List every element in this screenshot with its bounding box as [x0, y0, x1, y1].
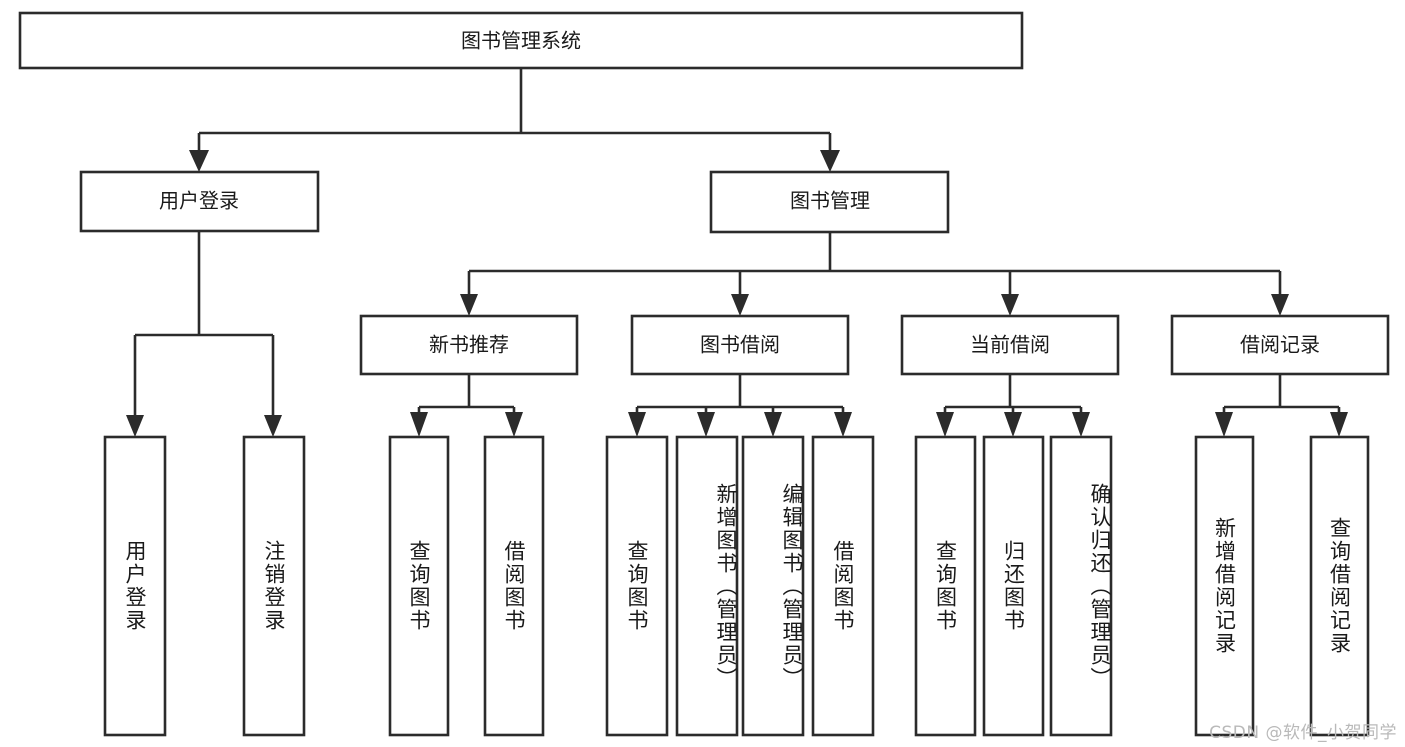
node-book-borrow-label: 图书借阅 — [700, 333, 780, 357]
arrow-new-book-rec-leaf-2 — [505, 412, 523, 437]
edges-layer — [126, 68, 1348, 437]
node-title-label: 图书管理系统 — [461, 29, 581, 53]
leaf-box-query-book-2[interactable] — [605, 435, 669, 737]
node-book-borrow[interactable] — [630, 314, 850, 376]
arrow-new-book-rec-leaf-1 — [410, 412, 428, 437]
node-title-box[interactable] — [18, 11, 1024, 70]
node-book-manage[interactable] — [709, 170, 950, 234]
node-current-borrow-label: 当前借阅 — [970, 333, 1050, 357]
arrow-book-manage-to-new-book-rec — [460, 294, 478, 316]
leaf-box-query-book-3[interactable] — [914, 435, 977, 737]
node-user-login-label: 用户登录 — [159, 189, 239, 213]
arrow-borrow-record-leaf-2 — [1330, 412, 1348, 437]
leaf-box-add-record[interactable] — [1194, 435, 1255, 737]
arrow-root-to-book-manage — [820, 150, 840, 172]
leaf-box-borrow-book-2[interactable] — [811, 435, 875, 737]
arrow-book-manage-to-current-borrow — [1001, 294, 1019, 316]
leaf-box-confirm-return[interactable] — [1049, 435, 1113, 737]
arrow-root-to-user-login — [189, 150, 209, 172]
arrow-book-borrow-leaf-1 — [628, 412, 646, 437]
arrow-book-manage-to-borrow-record — [1271, 294, 1289, 316]
csdn-watermark: CSDN @软件_小贺同学 — [1209, 723, 1397, 743]
arrow-user-login-leaf-1 — [126, 415, 144, 437]
arrow-book-manage-to-book-borrow — [731, 294, 749, 316]
leaf-box-borrow-book-1[interactable] — [483, 435, 545, 737]
arrow-user-login-leaf-2 — [264, 415, 282, 437]
node-new-book-rec[interactable] — [359, 314, 579, 376]
arrow-book-borrow-leaf-2 — [697, 412, 715, 437]
arrow-current-borrow-leaf-3 — [1072, 412, 1090, 437]
arrow-current-borrow-leaf-2 — [1004, 412, 1022, 437]
nodes-layer: 图书管理系统 用户登录 图书管理 新书推荐 图书借阅 当前借阅 借阅记录 — [18, 11, 1390, 737]
leaf-box-user-login[interactable] — [103, 435, 167, 737]
leaf-box-logout-login[interactable] — [242, 435, 306, 737]
node-new-book-rec-label: 新书推荐 — [429, 333, 509, 357]
arrow-book-borrow-leaf-3 — [764, 412, 782, 437]
leaf-box-query-record[interactable] — [1309, 435, 1370, 737]
node-current-borrow[interactable] — [900, 314, 1120, 376]
leaf-box-edit-book[interactable] — [741, 435, 805, 737]
leaf-box-add-book[interactable] — [675, 435, 739, 737]
node-user-login[interactable] — [79, 170, 320, 233]
node-borrow-record-label: 借阅记录 — [1240, 333, 1320, 357]
arrow-current-borrow-leaf-1 — [936, 412, 954, 437]
arrow-borrow-record-leaf-1 — [1215, 412, 1233, 437]
node-borrow-record[interactable] — [1170, 314, 1390, 376]
leaf-box-return-book[interactable] — [982, 435, 1045, 737]
node-book-manage-label: 图书管理 — [790, 189, 870, 213]
arrow-book-borrow-leaf-4 — [834, 412, 852, 437]
leaf-box-query-book-1[interactable] — [388, 435, 450, 737]
